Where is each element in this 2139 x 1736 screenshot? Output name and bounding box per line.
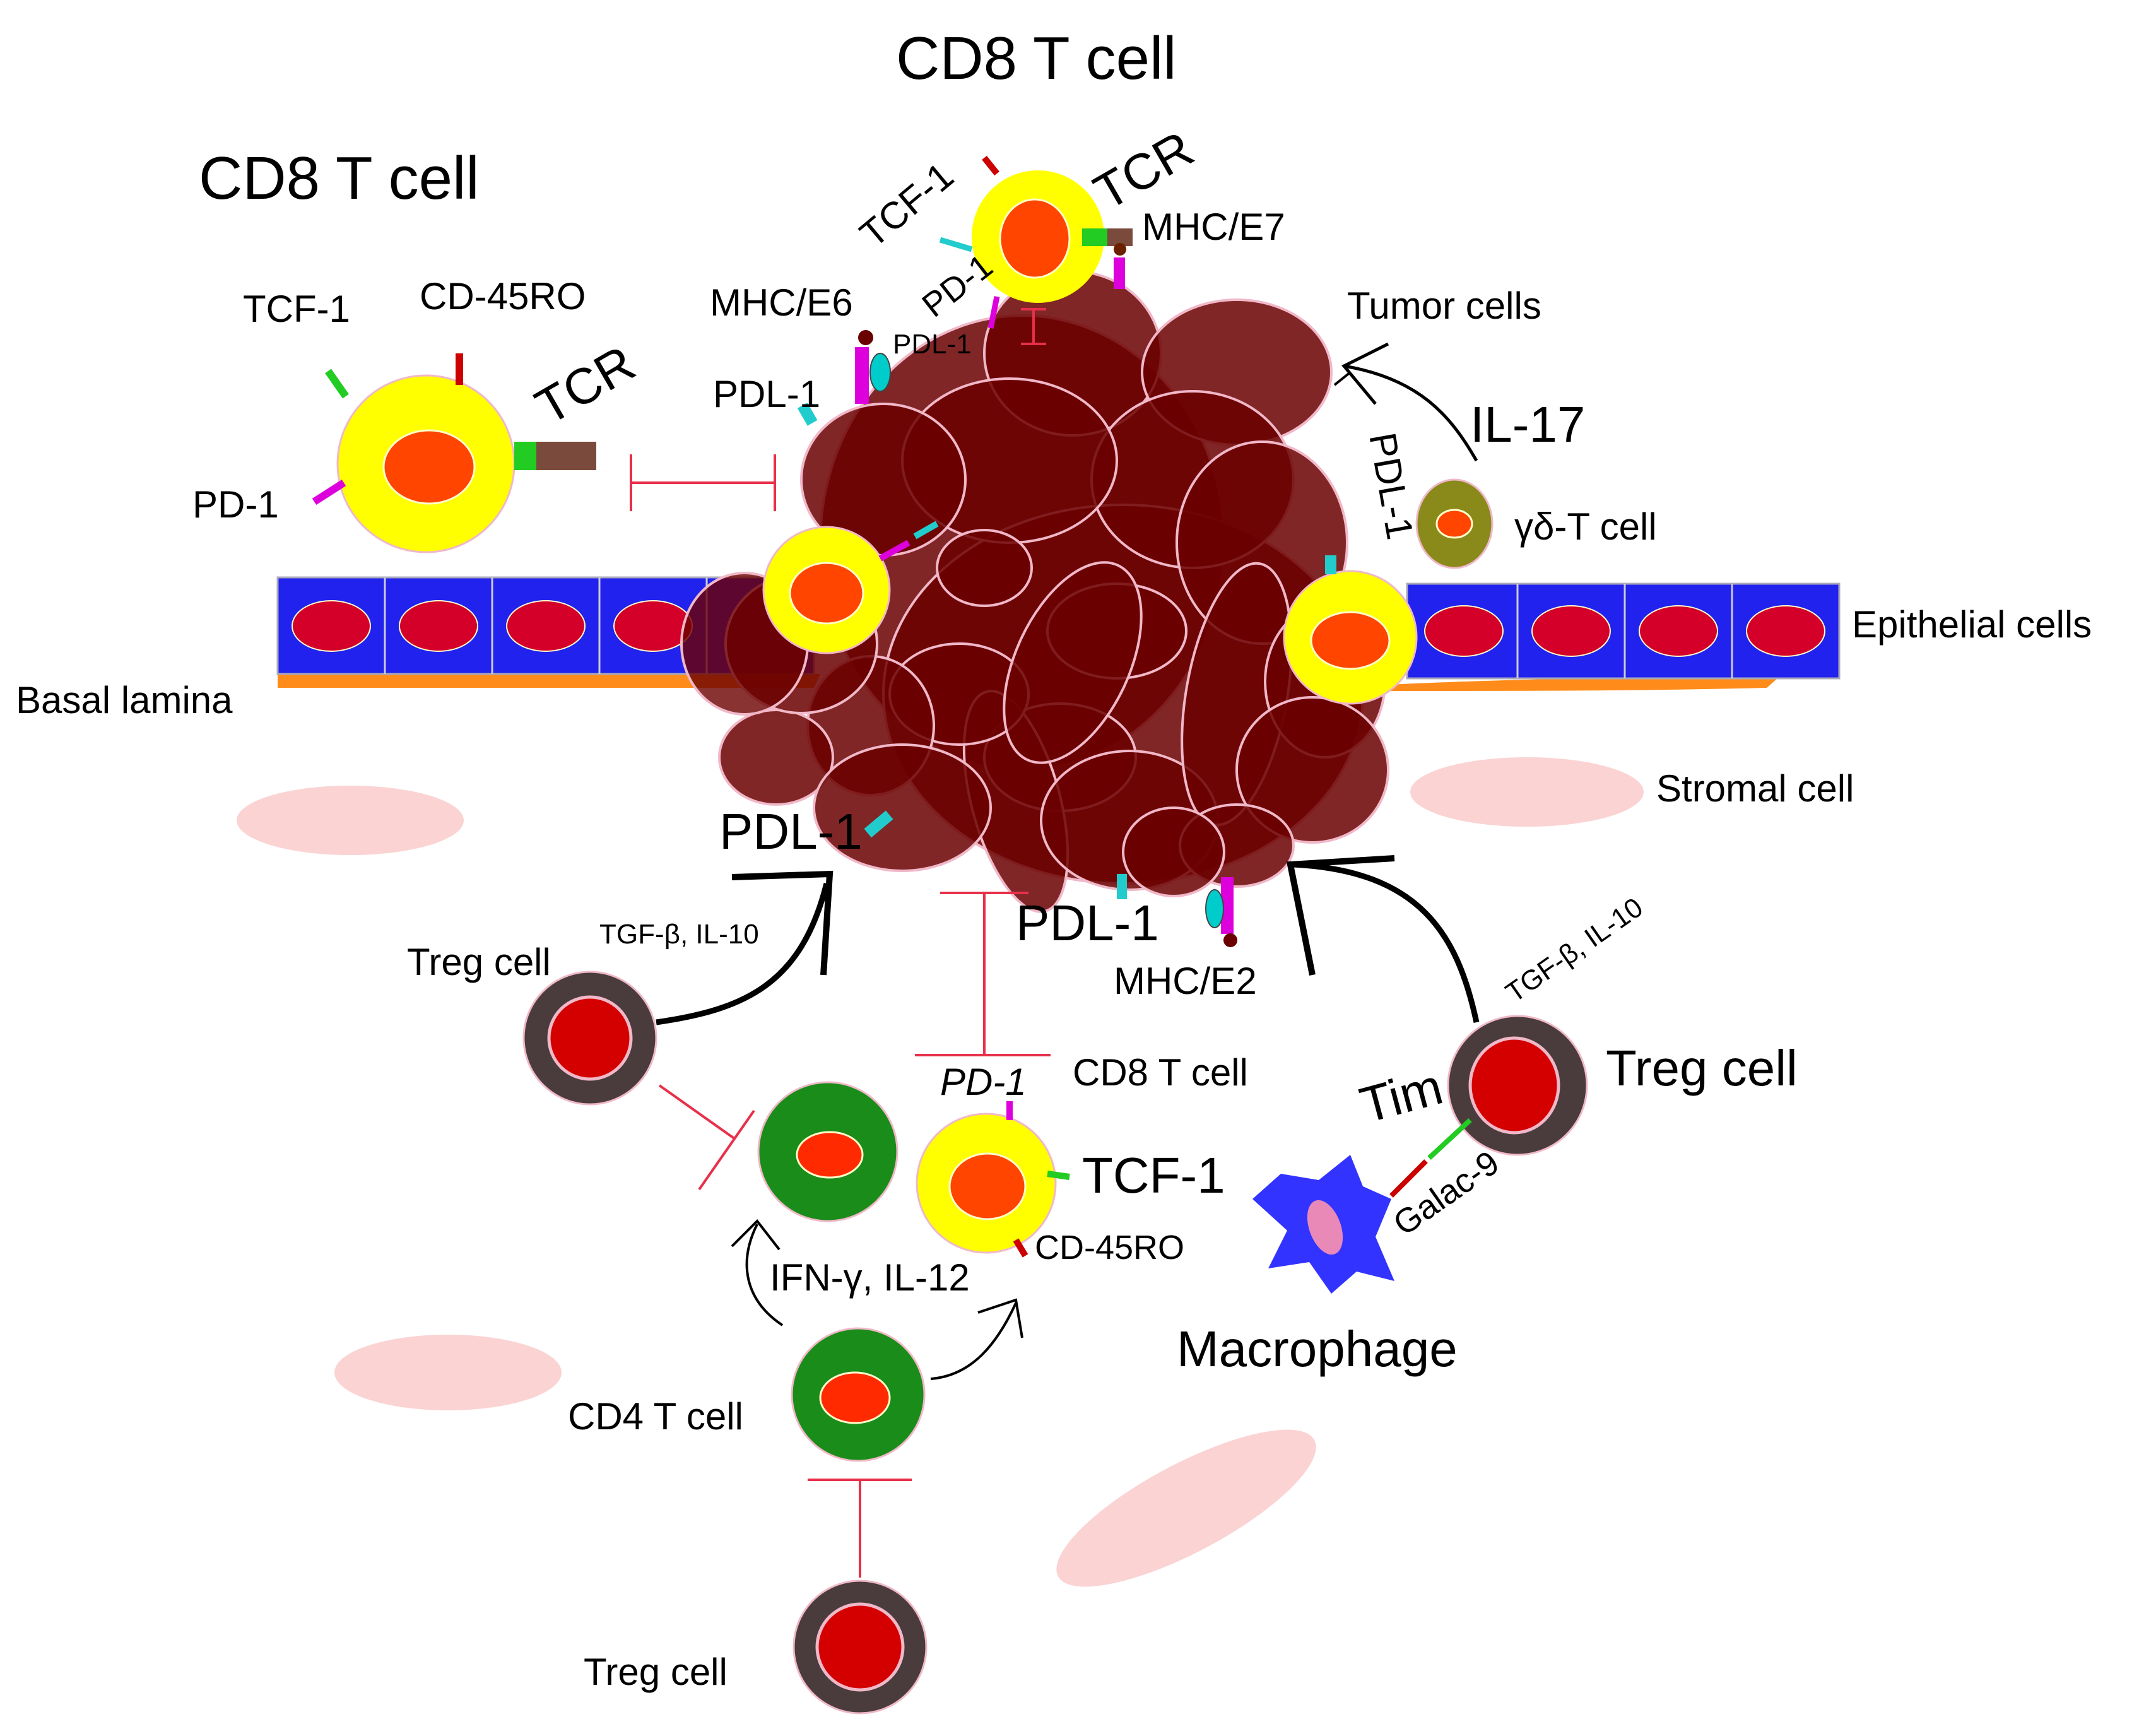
mhc-e7-dot xyxy=(1114,243,1126,256)
label-cd45ro-left: CD-45RO xyxy=(420,275,586,317)
tumor-mass xyxy=(718,270,1389,913)
mhc-e6-dot xyxy=(858,330,873,345)
label-epithelial: Epithelial cells xyxy=(1852,603,2092,646)
epithelial-nucleus xyxy=(292,600,371,652)
il17-arrow xyxy=(1343,364,1478,462)
mhc-e2-dot xyxy=(1223,933,1237,947)
cd4-to-cd8-arrow xyxy=(930,1302,1017,1380)
label-ifn: IFN-γ, IL-12 xyxy=(770,1256,970,1299)
label-pdl1-right: PDL-1 xyxy=(1361,430,1422,543)
label-il17: IL-17 xyxy=(1470,396,1585,452)
label-pdl1-top: PDL-1 xyxy=(893,329,972,360)
cd4-to-green-arrow xyxy=(745,1224,784,1326)
epithelial-nucleus xyxy=(1531,605,1611,657)
label-basal-lamina: Basal lamina xyxy=(16,679,233,721)
label-tumor-cells: Tumor cells xyxy=(1347,285,1541,327)
label-pdl1-mid: PDL-1 xyxy=(713,373,820,415)
label-galac9: Galac-9 xyxy=(1386,1143,1506,1243)
label-pd1-left: PD-1 xyxy=(192,483,279,526)
stromal-cell xyxy=(1056,1429,1316,1587)
label-tgf-left: TGF-β, IL-10 xyxy=(599,919,759,950)
mhc-e6-b2m xyxy=(869,353,891,392)
stromal-cells xyxy=(237,757,1644,1587)
cd8-t-cell-left xyxy=(312,353,596,553)
label-treg-bottom: Treg cell xyxy=(584,1651,728,1693)
epithelial-nucleus xyxy=(506,600,586,652)
cd4-t-cell xyxy=(791,1327,926,1462)
label-cd8-top: CD8 T cell xyxy=(896,25,1177,92)
label-pd1-bottom: PD-1 xyxy=(940,1061,1027,1103)
stromal-cell xyxy=(237,786,464,855)
label-treg-left: Treg cell xyxy=(407,941,551,983)
cd8-t-cell-top xyxy=(939,155,1133,329)
epithelial-cells-right xyxy=(1406,582,1841,680)
label-pdl1-bottom: PDL-1 xyxy=(1016,895,1159,951)
cd8-t-cell-mid xyxy=(762,521,939,654)
label-cd4: CD4 T cell xyxy=(568,1395,743,1438)
treg-left-arrow xyxy=(656,882,830,1025)
label-pdl1-big: PDL-1 xyxy=(719,803,863,859)
epithelial-nucleus xyxy=(1639,605,1718,657)
epithelial-nucleus xyxy=(1424,605,1504,657)
pdl1-marker-left xyxy=(797,403,818,426)
label-stromal: Stromal cell xyxy=(1656,767,1854,810)
epithelial-nucleus xyxy=(1746,605,1825,657)
basal-lamina-left xyxy=(278,674,820,688)
cd8-t-cell-bottom xyxy=(916,1101,1070,1258)
label-tgf-right: TGF-β, IL-10 xyxy=(1500,892,1649,1008)
epithelial-nucleus xyxy=(399,600,478,652)
treg-right-arrow xyxy=(1293,861,1480,1023)
label-cd8-bottom: CD8 T cell xyxy=(1073,1051,1248,1094)
stromal-cell xyxy=(1410,757,1644,827)
gd-t-cell xyxy=(1415,478,1494,569)
green-t-cell xyxy=(757,1081,899,1222)
label-gd-t-cell: γδ-T cell xyxy=(1514,505,1657,548)
label-cd8-left: CD8 T cell xyxy=(199,145,480,212)
label-macrophage: Macrophage xyxy=(1177,1321,1458,1377)
tim-molecule xyxy=(1427,1118,1472,1160)
label-mhc-e6: MHC/E6 xyxy=(710,281,853,324)
cd8-t-cell-right xyxy=(1283,555,1418,705)
label-treg-right: Treg cell xyxy=(1606,1040,1798,1096)
pdl1-marker-bottom-left xyxy=(864,810,893,838)
label-tcf1-bottom: TCF-1 xyxy=(1082,1147,1225,1203)
mhc-e2-b2m xyxy=(1205,889,1224,928)
treg-cell-right xyxy=(1447,1015,1588,1156)
mhc-e6-molecule xyxy=(855,347,869,404)
macrophage xyxy=(1252,1155,1394,1294)
mhc-e2-molecule xyxy=(1221,877,1234,934)
treg-cell-bottom xyxy=(793,1580,928,1715)
stromal-cell xyxy=(334,1335,562,1410)
treg-cell-left xyxy=(522,971,657,1106)
galac9-molecule xyxy=(1389,1159,1428,1198)
label-mhc-e2: MHC/E2 xyxy=(1114,960,1257,1002)
pdl1-marker-bottom xyxy=(1117,874,1127,899)
mhc-e7-molecule xyxy=(1114,257,1125,289)
label-tcr-left: TCR xyxy=(526,334,644,435)
label-tim: Tim xyxy=(1354,1058,1448,1134)
inhibition-treg-green xyxy=(658,1084,736,1140)
label-cd45ro-bottom: CD-45RO xyxy=(1035,1229,1184,1267)
label-tcf1-left: TCF-1 xyxy=(243,288,350,330)
label-mhc-e7: MHC/E7 xyxy=(1142,206,1285,248)
